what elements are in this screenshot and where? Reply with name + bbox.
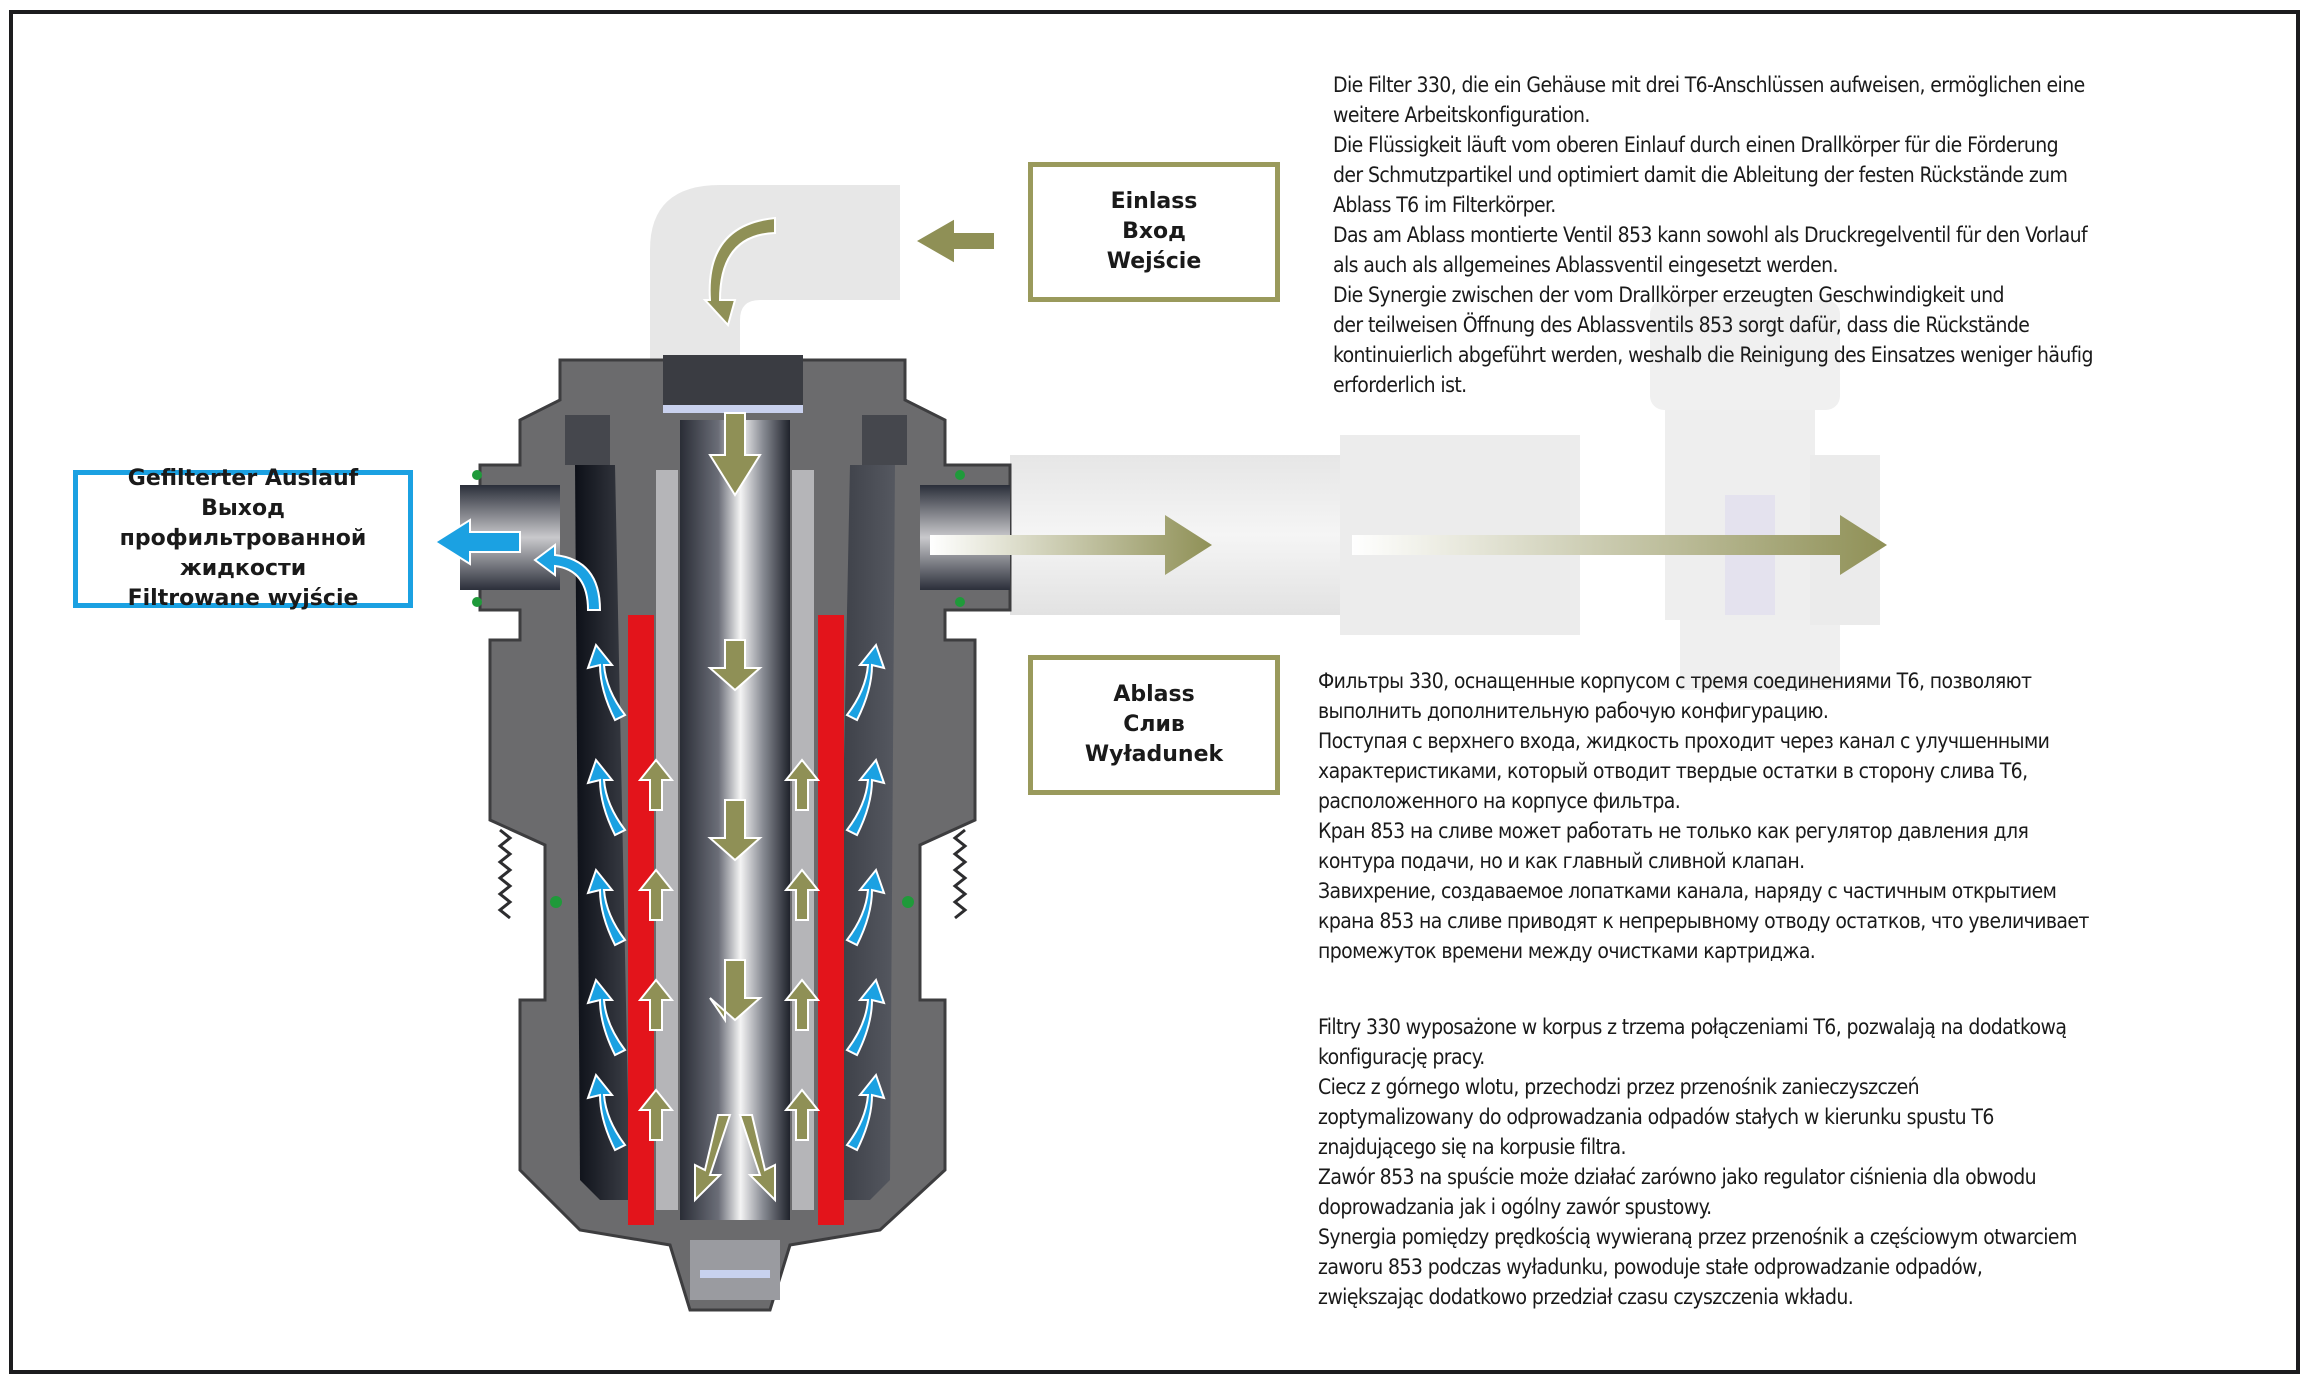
drain-valve-ghost <box>1010 300 1880 690</box>
drain-label-box: Ablass Слив Wyładunek <box>1028 655 1280 795</box>
desc-line: характеристиками, который отводит тверды… <box>1318 759 2028 783</box>
down-arrow-icon <box>707 639 763 692</box>
desc-line: Filtry 330 wyposażone w korpus z trzema … <box>1318 1015 2067 1039</box>
desc-line: расположенного на корпусе фильтра. <box>1318 789 1681 813</box>
desc-line: konfigurację pracy. <box>1318 1045 1485 1069</box>
filtered-flow-arrows <box>433 518 886 1152</box>
curved-up-arrow-icon <box>586 642 627 722</box>
desc-line: zwiększając dodatkowo przedział czasu cz… <box>1318 1285 1854 1309</box>
up-arrow-icon <box>637 868 675 921</box>
inlet-label-de: Einlass <box>1110 189 1198 214</box>
outlet-label-box: Gefilterter Auslauf Выход профильтрованн… <box>73 466 413 611</box>
right-outflow-arrow-icon <box>1352 515 1887 575</box>
up-arrow-icon <box>783 978 821 1031</box>
desc-line: Поступая с верхнего входа, жидкость прох… <box>1318 729 2050 753</box>
drain-label-ru: Слив <box>1123 712 1185 737</box>
curved-up-arrow-icon <box>845 1072 886 1152</box>
outlet-label-pl: Filtrowane wyjście <box>127 586 359 611</box>
outlet-label-de: Gefilterter Auslauf <box>127 466 359 491</box>
curved-up-arrow-icon <box>586 867 627 947</box>
curved-up-arrow-icon <box>845 867 886 947</box>
desc-line: Die Flüssigkeit läuft vom oberen Einlauf… <box>1333 133 2059 157</box>
desc-line: der Schmutzpartikel und optimiert damit … <box>1333 163 2068 187</box>
drain-label-de: Ablass <box>1113 682 1195 707</box>
desc-line: weitere Arbeitskonfiguration. <box>1333 103 1590 127</box>
down-arrow-icon <box>707 799 763 862</box>
curved-up-arrow-icon <box>845 757 886 837</box>
desc-line: Das am Ablass montierte Ventil 853 kann … <box>1333 223 2088 247</box>
desc-line: erforderlich ist. <box>1333 373 1467 397</box>
desc-line: zaworu 853 podczas wyładunku, powoduje s… <box>1318 1255 1983 1279</box>
up-arrow-icon <box>637 978 675 1031</box>
desc-line: als auch als allgemeines Ablassventil ei… <box>1333 253 1839 277</box>
desc-line: kontinuierlich abgeführt werden, weshalb… <box>1333 343 2093 367</box>
up-arrow-icon <box>783 1088 821 1141</box>
up-arrow-icon <box>783 868 821 921</box>
down-arrow-icon <box>709 959 763 1024</box>
description-pl: Filtry 330 wyposażone w korpus z trzema … <box>1318 1012 2077 1312</box>
inlet-label-box: Einlass Вход Wejście <box>1028 162 1280 302</box>
inlet-arrow-icon <box>912 216 996 266</box>
inlet-label-pl: Wejście <box>1106 249 1202 274</box>
curved-up-arrow-icon <box>586 1072 627 1152</box>
drain-label-pl: Wyładunek <box>1084 742 1224 767</box>
desc-line: Die Synergie zwischen der vom Drallkörpe… <box>1333 283 2004 307</box>
description-ru: Фильтры 330, оснащенные корпусом с тремя… <box>1318 666 2089 966</box>
inlet-label-ru: Вход <box>1122 219 1186 244</box>
curved-up-arrow-icon <box>533 543 602 611</box>
desc-line: znajdującego się na korpusie filtra. <box>1318 1135 1626 1159</box>
desc-line: der teilweisen Öffnung des Ablassventils… <box>1333 313 2030 337</box>
desc-line: Synergia pomiędzy prędkością wywieraną p… <box>1318 1225 2077 1249</box>
diagram-frame <box>9 10 2300 1374</box>
desc-line: Фильтры 330, оснащенные корпусом с тремя… <box>1318 669 2032 693</box>
up-arrow-icon <box>637 1088 675 1141</box>
desc-line: Ciecz z górnego wlotu, przechodzi przez … <box>1318 1075 1920 1099</box>
down-arrow-icon <box>708 412 762 497</box>
inflow-arrows <box>637 216 1887 1203</box>
outlet-label-ru-1: Выход профильтрованной <box>119 496 367 551</box>
desc-line: крана 853 на сливе приводят к непрерывно… <box>1318 909 2089 933</box>
elbow-arrow-icon <box>702 216 776 327</box>
desc-line: Завихрение, создаваемое лопатками канала… <box>1318 879 2057 903</box>
outlet-arrow-icon <box>433 518 521 566</box>
desc-line: Zawór 853 na spuście może działać zarówn… <box>1318 1165 2037 1189</box>
curved-up-arrow-icon <box>845 642 886 722</box>
up-arrow-icon <box>783 758 821 811</box>
split-arrow-icon <box>738 1114 776 1203</box>
desc-line: выполнить дополнительную рабочую конфигу… <box>1318 699 1829 723</box>
split-arrow-icon <box>694 1114 732 1203</box>
right-outflow-arrow-icon <box>930 515 1212 575</box>
description-de: Die Filter 330, die ein Gehäuse mit drei… <box>1333 70 2093 400</box>
curved-up-arrow-icon <box>586 757 627 837</box>
desc-line: Die Filter 330, die ein Gehäuse mit drei… <box>1333 73 2085 97</box>
curved-up-arrow-icon <box>845 977 886 1057</box>
desc-line: Кран 853 на сливе может работать не толь… <box>1318 819 2029 843</box>
outlet-label-ru-2: жидкости <box>179 556 307 581</box>
inlet-elbow-pipe <box>650 185 900 360</box>
desc-line: zoptymalizowany do odprowadzania odpadów… <box>1318 1105 1994 1129</box>
desc-line: Ablass T6 im Filterkörper. <box>1333 193 1556 217</box>
up-arrow-icon <box>637 758 675 811</box>
desc-line: doprowadzania jak i ogólny zawór spustow… <box>1318 1195 1712 1219</box>
curved-up-arrow-icon <box>586 977 627 1057</box>
desc-line: контура подачи, но и как главный сливной… <box>1318 849 1805 873</box>
desc-line: промежуток времени между очистками картр… <box>1318 939 1816 963</box>
